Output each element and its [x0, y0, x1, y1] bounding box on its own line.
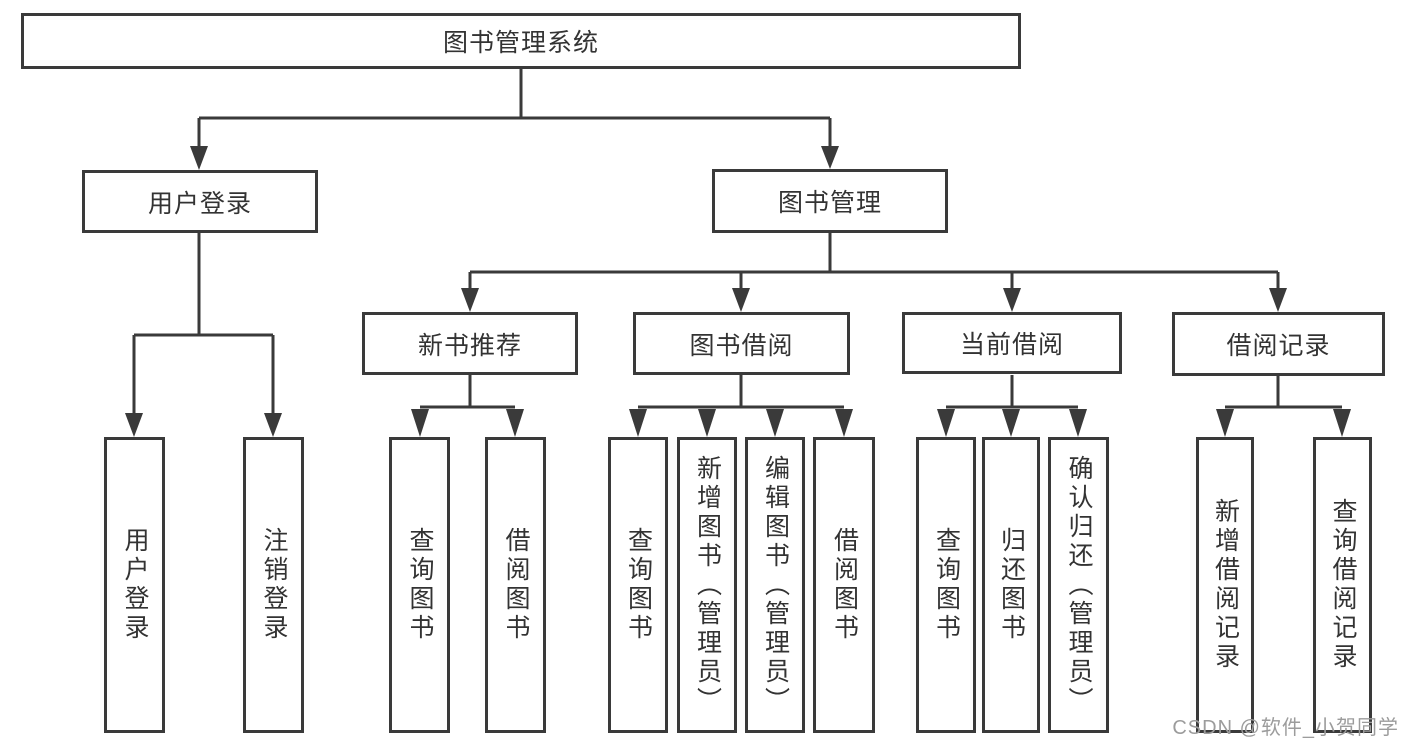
node-label: 编辑图书（管理员） [761, 454, 790, 716]
node-label: 确认归还（管理员） [1065, 454, 1093, 716]
node-query-books: 查询图书 [608, 437, 668, 733]
node-label: 新书推荐 [417, 331, 522, 360]
node-user-login: 用户登录 [104, 437, 165, 733]
node-query-books: 查询图书 [389, 437, 450, 733]
node-label: 新增图书（管理员） [693, 454, 722, 716]
node-confirm-return-admin: 确认归还（管理员） [1048, 437, 1109, 733]
node-label: 归还图书 [997, 527, 1026, 643]
node-root: 图书管理系统 [21, 13, 1021, 69]
node-label: 图书管理 [777, 189, 882, 217]
node-query-borrow-record: 查询借阅记录 [1313, 437, 1372, 733]
node-label: 注销登录 [260, 527, 288, 643]
node-label: 用户登录 [121, 527, 149, 643]
node-root-label: 图书管理系统 [442, 29, 599, 57]
node-book-borrowing: 图书借阅 [633, 312, 850, 375]
node-label: 查询借阅记录 [1329, 498, 1357, 672]
node-new-book-recommend: 新书推荐 [362, 312, 578, 375]
node-borrow-books: 借阅图书 [485, 437, 546, 733]
node-logout-login: 注销登录 [243, 437, 304, 733]
node-current-borrowing: 当前借阅 [902, 312, 1122, 374]
node-edit-book-admin: 编辑图书（管理员） [745, 437, 805, 733]
node-label: 查询图书 [406, 527, 434, 643]
node-query-books: 查询图书 [916, 437, 976, 733]
node-label: 借阅图书 [830, 527, 859, 643]
node-label: 借阅图书 [502, 527, 530, 643]
node-add-book-admin: 新增图书（管理员） [677, 437, 737, 733]
node-label: 用户登录 [147, 189, 252, 218]
node-borrowing-records: 借阅记录 [1172, 312, 1385, 376]
node-borrow-books: 借阅图书 [813, 437, 875, 733]
node-user-login-module: 用户登录 [82, 170, 318, 233]
node-label: 查询图书 [932, 527, 961, 643]
node-book-management: 图书管理 [712, 169, 948, 233]
node-return-books: 归还图书 [982, 437, 1040, 733]
node-label: 当前借阅 [959, 331, 1064, 359]
node-add-borrow-record: 新增借阅记录 [1196, 437, 1254, 733]
node-label: 图书借阅 [689, 331, 794, 360]
node-label: 查询图书 [624, 527, 653, 643]
csdn-watermark: CSDN @软件_小贺同学 [1172, 717, 1399, 739]
node-label: 新增借阅记录 [1211, 498, 1240, 672]
node-label: 借阅记录 [1226, 332, 1331, 360]
